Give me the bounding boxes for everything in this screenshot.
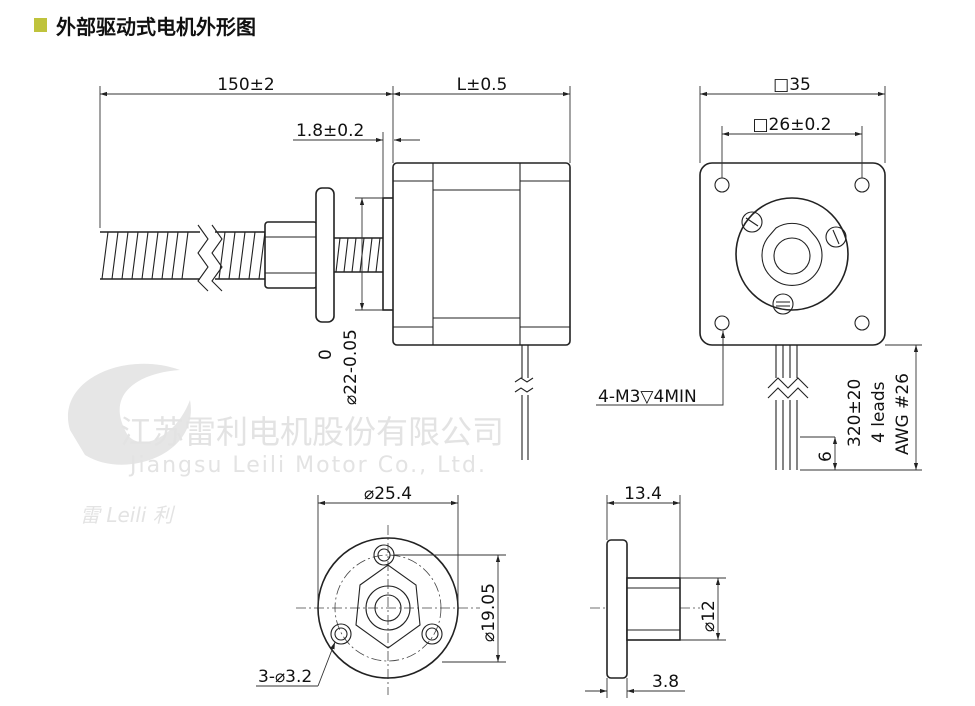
lead-gauge: AWG #26 bbox=[893, 373, 913, 455]
mount-hole bbox=[714, 315, 730, 331]
watermark-logo bbox=[67, 363, 191, 465]
nut-side-view: 13.4 3.8 ⌀12 bbox=[585, 484, 726, 698]
front-leads bbox=[767, 345, 809, 470]
motor-flange bbox=[699, 162, 886, 346]
lead-count: 4 leads bbox=[869, 381, 889, 443]
nut-front-view: ⌀25.4 ⌀19.05 3-⌀3.2 bbox=[256, 484, 506, 695]
nut-holes-label: 3-⌀3.2 bbox=[258, 667, 312, 687]
dim-hub-diameter: ⌀12 bbox=[699, 600, 719, 632]
side-view: 150±2 L±0.5 1.8±0.2 0 ⌀22-0.05 bbox=[99, 75, 571, 460]
dim-hole-pcd: ⌀19.05 bbox=[479, 583, 499, 642]
dim-pilot-height: 1.8±0.2 bbox=[296, 121, 364, 141]
dim-flange-diameter: ⌀25.4 bbox=[364, 484, 412, 504]
watermark: 雷 Leili 利 江苏雷利电机股份有限公司 Jiangsu Leili Mot… bbox=[67, 363, 504, 527]
nut-hole bbox=[421, 623, 443, 645]
motor-leads bbox=[514, 345, 534, 460]
dim-nut-length: 13.4 bbox=[624, 484, 662, 504]
dim-screw-length: 150±2 bbox=[217, 75, 275, 95]
dim-lead-length: 320±20 bbox=[845, 379, 865, 447]
dim-flange-thickness: 3.8 bbox=[652, 672, 679, 692]
nut-hole bbox=[330, 623, 352, 645]
dim-pilot-tolerance: 0 bbox=[316, 349, 336, 360]
nut-side bbox=[264, 187, 335, 323]
dim-motor-length: L±0.5 bbox=[457, 75, 508, 95]
dim-hole-pitch: □26±0.2 bbox=[753, 115, 832, 135]
dim-pilot-diameter: ⌀22-0.05 bbox=[341, 329, 361, 405]
dim-strip-length: 6 bbox=[816, 451, 836, 462]
lead-screw bbox=[100, 224, 384, 292]
screw-heads bbox=[741, 211, 847, 315]
motor-body bbox=[392, 162, 571, 346]
watermark-company-en: Jiangsu Leili Motor Co., Ltd. bbox=[128, 453, 487, 478]
watermark-logo-text: 雷 Leili 利 bbox=[80, 503, 176, 527]
page-title: 外部驱动式电机外形图 bbox=[56, 15, 256, 39]
mount-holes-label: 4-M3▽4MIN bbox=[598, 387, 697, 407]
front-view: □35 □26±0.2 4-M3▽4MIN 6 320±20 4 leads A… bbox=[596, 75, 922, 471]
mount-hole bbox=[854, 315, 870, 331]
title-marker bbox=[34, 18, 47, 32]
watermark-company-cn: 江苏雷利电机股份有限公司 bbox=[120, 413, 504, 451]
dim-square: □35 bbox=[773, 75, 811, 95]
